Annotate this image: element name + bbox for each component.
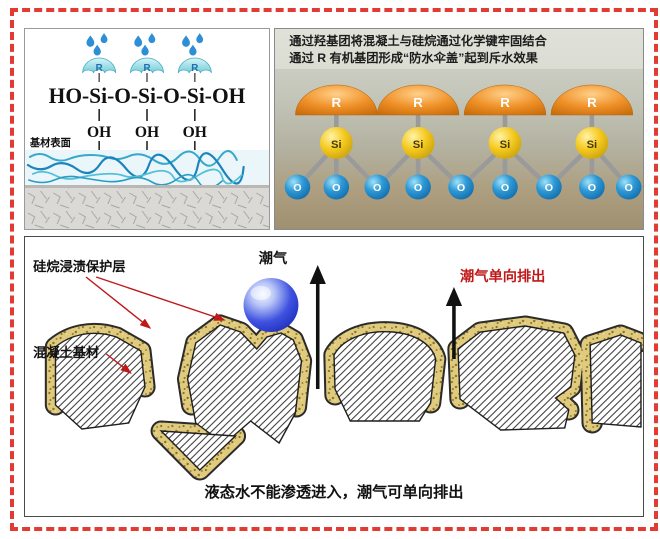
svg-text:Si: Si (331, 139, 342, 151)
rain-drops (86, 33, 204, 56)
r-group-label: R (191, 63, 198, 74)
up-arrows (309, 265, 463, 389)
o-atom: O (536, 174, 562, 200)
concrete-block (589, 334, 642, 428)
silanol-structure-svg: R R R HO-Si-O-Si-O-Si-OH (25, 33, 269, 229)
substrate-label: 混凝土基材 (33, 344, 99, 360)
svg-text:O: O (293, 182, 301, 194)
concrete-block (333, 330, 437, 422)
top-row: R R R HO-Si-O-Si-O-Si-OH (24, 28, 644, 230)
svg-text:R: R (500, 95, 510, 110)
si-atom: Si (319, 127, 353, 159)
oh-label: OH (87, 124, 112, 141)
panel-molecular-chain: 通过羟基团将混凝土与硅烷通过化学键牢固结合 通过 R 有机基团形成“防水伞盖”起… (274, 28, 644, 230)
si-atom: Si (575, 127, 609, 159)
o-atom: O (615, 174, 642, 200)
molecular-chain-svg: 通过羟基团将混凝土与硅烷通过化学键牢固结合 通过 R 有机基团形成“防水伞盖”起… (275, 29, 643, 229)
panel-cross-section: 硅烷浸渍保护层 潮气 潮气单向排出 混凝土基材 液态水不能渗透进入，潮气可单向排… (24, 236, 644, 517)
chain-caption-line1: 通过羟基团将混凝土与硅烷通过化学键牢固结合 (289, 33, 547, 48)
chain-caption-line2: 通过 R 有机基团形成“防水伞盖”起到斥水效果 (289, 50, 538, 65)
panel-silanol-structure: R R R HO-Si-O-Si-O-Si-OH (24, 28, 270, 230)
si-atom: Si (401, 127, 435, 159)
r-dome-icon: R (550, 84, 634, 116)
r-group-label: R (96, 63, 103, 74)
r-group-label: R (143, 63, 150, 74)
up-arrow-icon (309, 265, 326, 389)
svg-text:O: O (625, 182, 633, 194)
svg-text:R: R (332, 95, 342, 110)
si-atom: Si (488, 127, 522, 159)
svg-text:O: O (588, 182, 596, 194)
bottom-caption: 液态水不能渗透进入，潮气可单向排出 (205, 483, 464, 501)
concrete-block (159, 430, 238, 471)
o-atom: O (579, 174, 605, 200)
concrete-block (457, 325, 576, 431)
concrete-block (54, 332, 146, 430)
caption-backdrop (275, 29, 643, 69)
substrate-surface-label: 基材表面 (29, 136, 71, 149)
svg-text:Si: Si (413, 139, 424, 151)
svg-text:O: O (545, 182, 553, 194)
substrate-texture (25, 185, 269, 229)
concrete-block (186, 324, 303, 445)
bond-lines (98, 109, 196, 150)
svg-text:R: R (413, 95, 423, 110)
oh-label: OH (135, 124, 160, 141)
siloxane-formula: HO-Si-O-Si-O-Si-OH (49, 84, 246, 108)
svg-text:O: O (457, 182, 465, 194)
o-atom: O (405, 174, 431, 200)
r-dome-icon: R (295, 84, 378, 116)
r-domes: R R R R (295, 84, 634, 116)
svg-text:R: R (587, 95, 597, 110)
leader-lines (85, 276, 226, 374)
o-atom: O (448, 174, 474, 200)
moisture-sphere (243, 278, 299, 332)
protective-layer-label: 硅烷浸渍保护层 (33, 258, 125, 274)
surface-hydroxyl-band (25, 150, 269, 190)
svg-text:O: O (501, 182, 509, 194)
cross-section-svg: 硅烷浸渍保护层 潮气 潮气单向排出 混凝土基材 液态水不能渗透进入，潮气可单向排… (33, 250, 643, 501)
moisture-label: 潮气 (259, 250, 287, 266)
diagram-frame: R R R HO-Si-O-Si-O-Si-OH (10, 8, 658, 531)
o-atom: O (323, 174, 350, 200)
r-umbrella-icon: R (177, 57, 212, 82)
r-umbrella-icon: R (130, 57, 164, 82)
r-umbrellas: R R R (82, 57, 212, 82)
silicon-atoms: Si Si Si Si (319, 127, 609, 159)
o-atom: O (284, 174, 311, 200)
svg-text:Si: Si (500, 139, 511, 151)
svg-text:Si: Si (587, 139, 598, 151)
concrete-blocks (54, 324, 642, 471)
oh-label: OH (183, 124, 208, 141)
up-arrow-icon (445, 287, 463, 359)
r-dome-icon: R (376, 84, 460, 116)
svg-text:O: O (414, 182, 422, 194)
oxygen-atoms: O O O O O O O O O (284, 174, 642, 200)
svg-text:O: O (332, 182, 340, 194)
o-atom: O (364, 174, 390, 200)
o-atom: O (492, 174, 518, 200)
moisture-escape-label: 潮气单向排出 (460, 268, 545, 284)
svg-text:O: O (373, 182, 381, 194)
r-dome-icon: R (463, 84, 547, 116)
r-umbrella-icon: R (82, 57, 117, 82)
